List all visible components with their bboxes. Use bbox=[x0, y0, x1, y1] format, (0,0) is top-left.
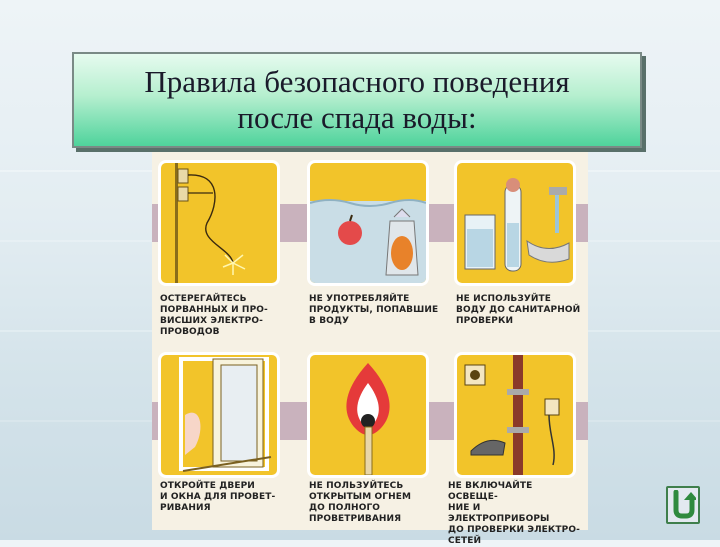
rule-panel-4 bbox=[158, 352, 280, 478]
water-glass-icon bbox=[464, 178, 570, 272]
slide-title-line-2: после спада воды: bbox=[237, 100, 477, 135]
electric-appliance-icon bbox=[464, 355, 560, 475]
rule-caption-2: Не употребляйте продукты, попавшие в вод… bbox=[309, 294, 439, 326]
slide-title-line-1: Правила безопасного поведения bbox=[144, 64, 570, 99]
rule-panel-3 bbox=[454, 160, 576, 286]
match-flame-icon bbox=[346, 363, 390, 475]
rule-caption-5: Не пользуйтесь открытым огнем до полного… bbox=[309, 481, 412, 524]
safety-poster: Остерегайтесь порванных и про- висших эл… bbox=[152, 152, 588, 546]
rule-panel-6 bbox=[454, 352, 576, 478]
return-arrow-icon bbox=[673, 490, 696, 519]
food-in-water-icon bbox=[310, 199, 426, 283]
rule-panel-1 bbox=[158, 160, 280, 286]
return-button[interactable] bbox=[666, 486, 700, 524]
rule-panel-5 bbox=[307, 352, 429, 478]
rule-panel-2 bbox=[307, 160, 429, 286]
rule-caption-4: Откройте двери и окна для провет- ривани… bbox=[160, 481, 276, 513]
broken-wire-icon bbox=[175, 163, 246, 283]
open-window-icon bbox=[179, 357, 272, 472]
rule-caption-1: Остерегайтесь порванных и про- висших эл… bbox=[160, 294, 268, 337]
rule-caption-3: Не используйте воду до санитарной провер… bbox=[456, 294, 581, 326]
rule-caption-6: Не включайте освеще- ние и электроприбор… bbox=[448, 481, 580, 546]
slide-title-box: Правила безопасного поведения после спад… bbox=[72, 52, 642, 148]
